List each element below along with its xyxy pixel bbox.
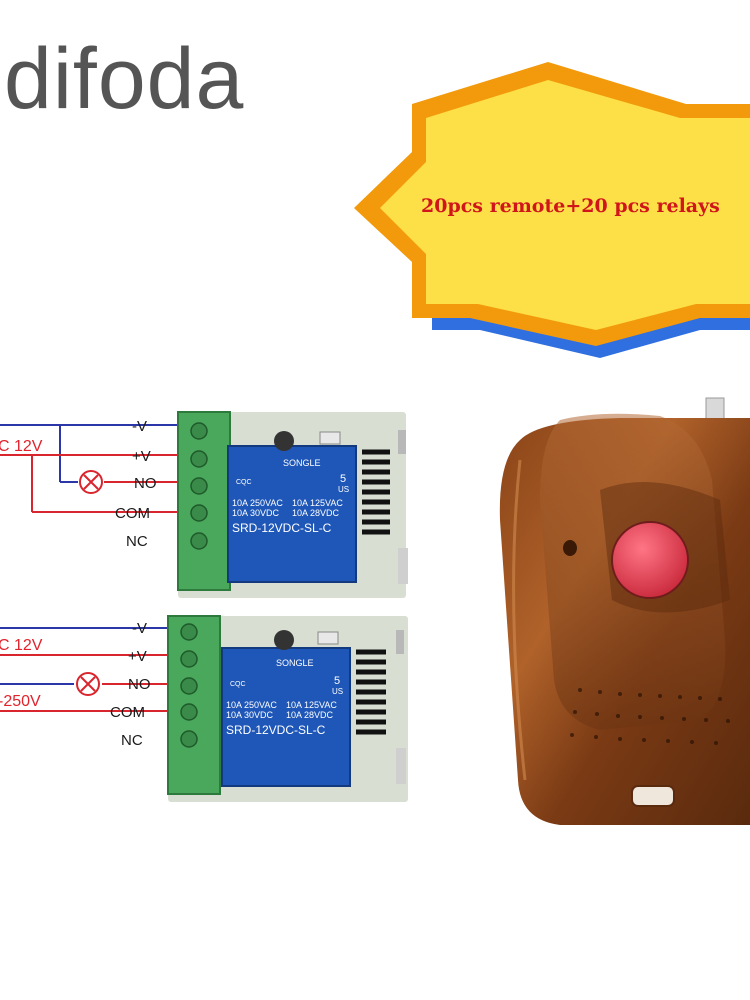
- svg-text:SRD-12VDC-SL-C: SRD-12VDC-SL-C: [232, 521, 332, 535]
- svg-text:10A 30VDC: 10A 30VDC: [232, 508, 280, 518]
- terminal-label: +V: [128, 648, 147, 665]
- wiring-bottom: [0, 627, 185, 712]
- svg-text:SONGLE: SONGLE: [276, 658, 314, 668]
- svg-text:10A 125VAC: 10A 125VAC: [292, 498, 343, 508]
- remote-button: [611, 521, 689, 599]
- relay-board-top: SONGLE 10A 250VAC 10A 30VDC 10A 125VAC 1…: [177, 411, 408, 598]
- relay-board-bottom: SONGLE 10A 250VAC 10A 30VDC 10A 125VAC 1…: [167, 615, 408, 802]
- terminal-label: COM: [110, 704, 145, 721]
- svg-text:10A 250VAC: 10A 250VAC: [232, 498, 283, 508]
- svg-text:SRD-12VDC-SL-C: SRD-12VDC-SL-C: [226, 723, 326, 737]
- voltage-label: C 12V: [0, 438, 43, 455]
- svg-text:5: 5: [340, 473, 346, 485]
- promo-badge-text: 20pcs remote+20 pcs relays: [421, 195, 720, 217]
- svg-text:10A 250VAC: 10A 250VAC: [226, 700, 277, 710]
- remote-control: [499, 397, 750, 825]
- wiring-top: [0, 424, 185, 513]
- terminal-label: -V: [132, 418, 147, 435]
- svg-text:10A 30VDC: 10A 30VDC: [226, 710, 274, 720]
- terminal-label: NC: [126, 533, 148, 550]
- voltage-label: -250V: [0, 693, 41, 710]
- terminal-label: COM: [115, 505, 150, 522]
- svg-text:US: US: [332, 687, 343, 696]
- terminal-label: +V: [132, 448, 151, 465]
- terminal-label: NC: [121, 732, 143, 749]
- svg-text:10A 28VDC: 10A 28VDC: [286, 710, 334, 720]
- antenna-coil: [362, 449, 390, 535]
- svg-text:10A 125VAC: 10A 125VAC: [286, 700, 337, 710]
- antenna-coil: [356, 649, 386, 735]
- svg-text:10A 28VDC: 10A 28VDC: [292, 508, 340, 518]
- svg-text:CQC: CQC: [236, 479, 252, 486]
- badge-fill: [380, 80, 750, 330]
- svg-text:5: 5: [334, 675, 340, 687]
- terminal-label: NO: [128, 676, 151, 693]
- svg-text:CQC: CQC: [230, 681, 246, 688]
- terminal-label: -V: [132, 620, 147, 637]
- svg-text:SONGLE: SONGLE: [283, 458, 321, 468]
- voltage-label: C 12V: [0, 637, 43, 654]
- terminal-label: NO: [134, 475, 157, 492]
- svg-text:US: US: [338, 485, 349, 494]
- brand-logo: difoda: [4, 31, 245, 127]
- promo-badge: [354, 62, 750, 358]
